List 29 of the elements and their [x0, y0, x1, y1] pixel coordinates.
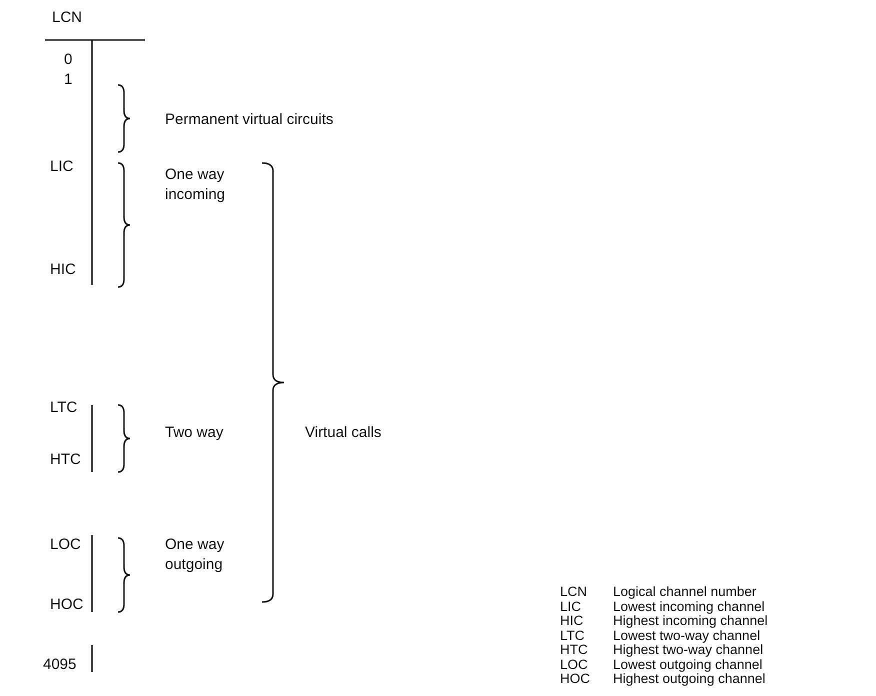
range-label: One way incoming [165, 165, 226, 205]
channel-number: 1 [64, 70, 72, 90]
range-label: Two way [165, 423, 224, 443]
channel-number: LIC [50, 157, 74, 177]
range-label: Permanent virtual circuits [165, 110, 334, 130]
key-abbreviation: HTC [560, 642, 588, 658]
channel-number: LOC [50, 535, 81, 555]
channel-number: HOC [50, 595, 84, 615]
range-label: Virtual calls [305, 423, 382, 443]
key-description: Lowest incoming channel [613, 598, 765, 614]
channel-number: HTC [50, 450, 81, 470]
key-description: Lowest outgoing channel [613, 656, 762, 672]
key-description: Lowest two-way channel [613, 628, 760, 644]
key-abbreviation: LTC [560, 628, 585, 644]
key-abbreviation: HOC [560, 671, 590, 687]
key-abbreviation: LCN [560, 584, 588, 600]
channel-number: HIC [50, 260, 76, 280]
key-description: Highest outgoing channel [613, 671, 766, 687]
range-label: One way outgoing [165, 535, 226, 575]
key-abbreviation: LIC [560, 598, 582, 614]
key-description: Logical channel number [613, 584, 756, 600]
channel-number: 0 [64, 50, 72, 70]
key-description: Highest incoming channel [613, 613, 768, 629]
key-abbreviation: LOC [560, 656, 588, 672]
key-description: Highest two-way channel [613, 642, 764, 658]
key-abbreviation: HIC [560, 613, 584, 629]
channel-number: LTC [50, 398, 78, 418]
channel-number: 4095 [43, 655, 76, 675]
axis-title: LCN [52, 8, 82, 28]
